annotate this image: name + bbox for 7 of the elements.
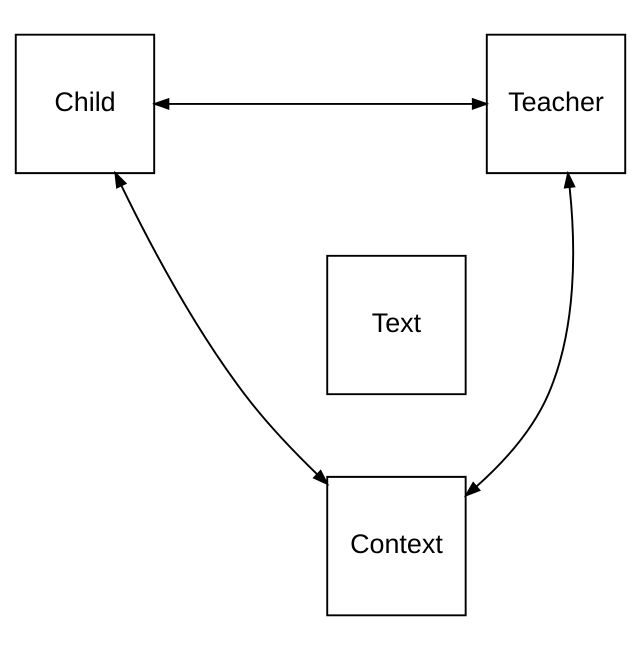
arrow	[152, 97, 490, 110]
node-box: Text	[326, 254, 467, 395]
arrow	[464, 170, 576, 497]
arrow	[114, 170, 330, 486]
node-box: Context	[326, 475, 467, 616]
node-box: Teacher	[486, 33, 626, 174]
node-box: Child	[14, 33, 156, 174]
